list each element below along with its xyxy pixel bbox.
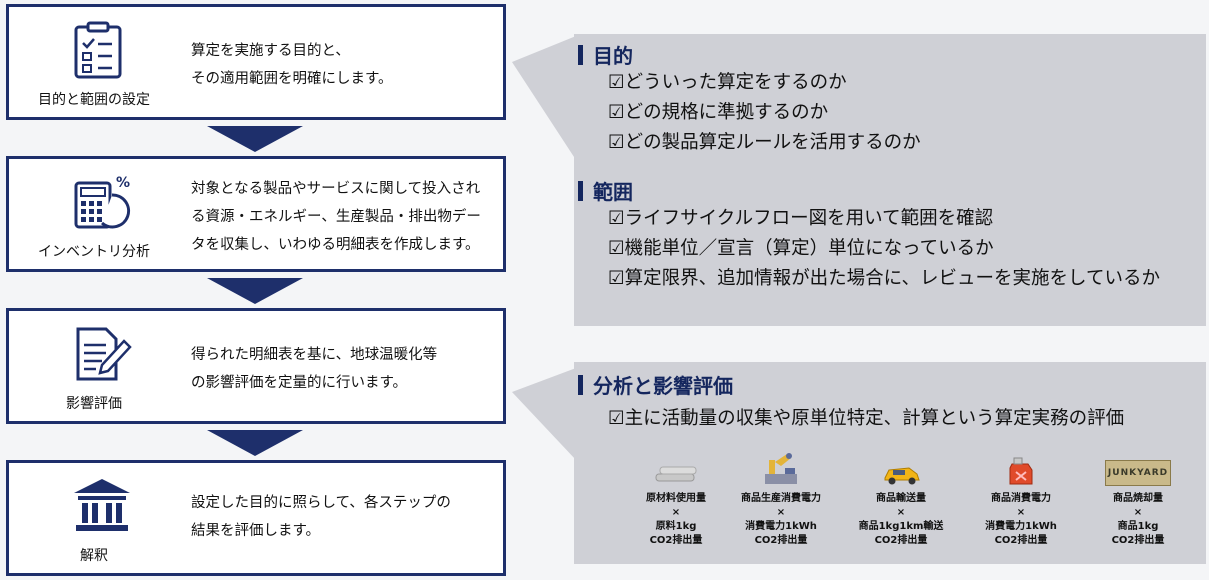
purpose-scope-panel: [574, 34, 1206, 326]
factory-robot-icon: [722, 448, 840, 486]
card-line: 商品焼却量: [1113, 493, 1163, 504]
step-description: 得られた明細表を基に、地球温暖化等 の影響評価を定量的に行います。: [191, 341, 493, 397]
scope-title: 範囲: [593, 180, 633, 204]
analysis-item: ☑主に活動量の収集や原単位特定、計算という算定実務の評価: [608, 408, 1125, 429]
step-purpose-scope: 目的と範囲の設定 算定を実施する目的と、 その適用範囲を明確にします。: [6, 4, 506, 120]
desc-line: る資源・エネルギー、生産製品・排出物デー: [191, 209, 481, 225]
card-line: CO2排出量: [1111, 535, 1165, 546]
junkyard-sign-icon: JUNKYARD: [1079, 452, 1197, 486]
step-description: 算定を実施する目的と、 その適用範囲を明確にします。: [191, 37, 493, 93]
desc-line: 算定を実施する目的と、: [191, 43, 350, 59]
purpose-item: ☑どういった算定をするのか: [608, 72, 847, 93]
purpose-item: ☑どの規格に準拠するのか: [608, 102, 829, 123]
car-icon: [842, 452, 960, 486]
desc-line: 対象となる製品やサービスに関して投入され: [191, 181, 481, 197]
card-line: 商品消費電力: [991, 493, 1051, 504]
desc-line: その適用範囲を明確にします。: [191, 71, 393, 87]
card-line: ×: [671, 507, 681, 518]
step-description: 対象となる製品やサービスに関して投入され る資源・エネルギー、生産製品・排出物デ…: [191, 175, 493, 259]
flow-arrow: [207, 430, 303, 456]
analysis-title: 分析と影響評価: [593, 374, 733, 398]
card-line: 原料1kg: [655, 521, 697, 532]
flow-arrow: [207, 278, 303, 304]
calculator-chart-icon: %: [37, 167, 207, 265]
card-line: CO2排出量: [754, 535, 808, 546]
step-label: インベントリ分析: [38, 244, 150, 260]
scope-heading: 範囲: [578, 176, 633, 205]
purpose-title: 目的: [593, 44, 633, 68]
scope-item: ☑算定限界、追加情報が出た場合に、レビューを実施をしているか: [608, 268, 1160, 289]
desc-line: 得られた明細表を基に、地球温暖化等: [191, 347, 438, 363]
pipe-material-icon: [617, 452, 735, 486]
card-line: 原材料使用量: [646, 493, 706, 504]
heading-bar: [578, 374, 583, 395]
scope-item: ☑ライフサイクルフロー図を用いて範囲を確認: [608, 208, 994, 229]
scope-item: ☑機能単位／宣言（算定）単位になっているか: [608, 238, 994, 259]
card-line: 商品輸送量: [876, 493, 926, 504]
card-line: 消費電力1kWh: [745, 521, 817, 532]
analysis-heading: 分析と影響評価: [578, 370, 733, 399]
emission-card: 原材料使用量 × 原料1kg CO2排出量: [617, 452, 735, 548]
card-line: CO2排出量: [874, 535, 928, 546]
document-pen-icon: [37, 319, 207, 417]
step-interpretation: 解釈 設定した目的に照らして、各ステップの 結果を評価します。: [6, 460, 506, 576]
heading-bar: [578, 44, 583, 65]
card-line: 商品1kg: [1117, 521, 1159, 532]
emission-card: JUNKYARD 商品焼却量 × 商品1kg CO2排出量: [1079, 452, 1197, 548]
junkyard-sign: JUNKYARD: [1105, 460, 1171, 486]
emission-card: 商品消費電力 × 消費電力1kWh CO2排出量: [962, 452, 1080, 548]
desc-line: 設定した目的に照らして、各ステップの: [191, 495, 451, 511]
desc-line: タを収集し、いわゆる明細表を作成します。: [191, 237, 480, 253]
card-line: 消費電力1kWh: [985, 521, 1057, 532]
card-line: ×: [1133, 507, 1143, 518]
card-line: CO2排出量: [994, 535, 1048, 546]
clipboard-checklist-icon: [37, 15, 207, 113]
emission-card: 商品輸送量 × 商品1kg1km輸送 CO2排出量: [842, 452, 960, 548]
desc-line: の影響評価を定量的に行います。: [191, 375, 408, 391]
purpose-item: ☑どの製品算定ルールを活用するのか: [608, 132, 921, 153]
flow-arrow: [207, 126, 303, 152]
institution-building-icon: [37, 471, 207, 569]
card-line: CO2排出量: [649, 535, 703, 546]
card-line: ×: [896, 507, 906, 518]
card-line: 商品1kg1km輸送: [858, 521, 944, 532]
svg-text:%: %: [116, 175, 130, 191]
analysis-panel: [574, 362, 1206, 564]
step-description: 設定した目的に照らして、各ステップの 結果を評価します。: [191, 489, 493, 545]
card-line: ×: [1016, 507, 1026, 518]
step-inventory-analysis: % インベントリ分析 対象となる製品やサービスに関して投入され る資源・エネルギ…: [6, 156, 506, 272]
emission-card: 商品生産消費電力 × 消費電力1kWh CO2排出量: [722, 448, 840, 548]
fuel-can-icon: [962, 452, 1080, 486]
purpose-heading: 目的: [578, 40, 633, 69]
heading-bar: [578, 180, 583, 201]
step-label: 解釈: [80, 548, 108, 564]
step-label: 影響評価: [66, 396, 122, 412]
desc-line: 結果を評価します。: [191, 523, 321, 539]
step-impact-assessment: 影響評価 得られた明細表を基に、地球温暖化等 の影響評価を定量的に行います。: [6, 308, 506, 424]
card-line: ×: [776, 507, 786, 518]
step-label: 目的と範囲の設定: [38, 92, 150, 108]
card-line: 商品生産消費電力: [741, 493, 821, 504]
